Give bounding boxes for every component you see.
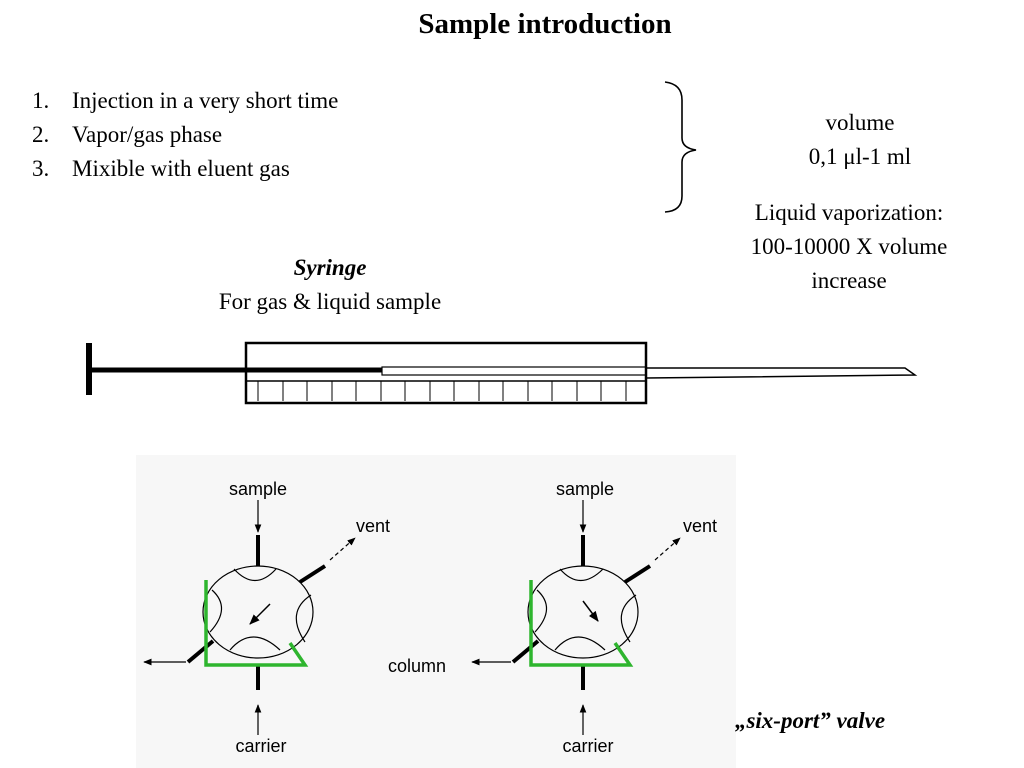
- vaporization-note: Liquid vaporization: 100-10000 X volume …: [708, 196, 990, 298]
- list-number: 3.: [32, 156, 50, 181]
- vaporization-line-1: Liquid vaporization:: [754, 200, 944, 225]
- list-item: 1. Injection in a very short time: [32, 84, 338, 118]
- curly-brace: [664, 81, 697, 213]
- flow-arrow: [249, 603, 271, 625]
- syringe-illustration: [86, 341, 918, 405]
- page-title: Sample introduction: [418, 8, 672, 40]
- right-sample-label: sample: [556, 479, 614, 499]
- list-number: 2.: [32, 122, 50, 147]
- volume-note: volume 0,1 μl-1 ml: [740, 106, 980, 174]
- valve-left: sample vent carrier: [143, 479, 390, 756]
- list-item: 3. Mixible with eluent gas: [32, 152, 338, 186]
- barrel-scale-ticks: [257, 381, 627, 401]
- sample-loop: [204, 580, 309, 667]
- left-carrier-label: carrier: [235, 736, 286, 756]
- requirements-list: 1. Injection in a very short time 2. Vapor…: [32, 84, 338, 186]
- list-number: 1.: [32, 88, 50, 113]
- list-item: 2. Vapor/gas phase: [32, 118, 338, 152]
- vaporization-line-3: increase: [811, 268, 887, 293]
- vaporization-line-2: 100-10000 X volume: [750, 234, 948, 259]
- syringe-subtitle: For gas & liquid sample: [218, 289, 442, 314]
- right-vent-label: vent: [683, 516, 717, 536]
- valve-right: sample vent column carrier: [388, 479, 717, 756]
- volume-range: 0,1 μl-1 ml: [808, 144, 912, 169]
- list-text: Vapor/gas phase: [72, 122, 223, 147]
- list-text: Mixible with eluent gas: [72, 156, 290, 181]
- syringe-barrel: [244, 341, 648, 405]
- left-vent-label: vent: [356, 516, 390, 536]
- valve-panel: [136, 455, 736, 768]
- left-sample-label: sample: [229, 479, 287, 499]
- volume-label: volume: [825, 110, 895, 135]
- syringe-title: Syringe: [293, 255, 367, 280]
- plunger-seal: [381, 366, 647, 376]
- list-text: Injection in a very short time: [72, 88, 339, 113]
- valve-caption: „six-port” valve: [734, 708, 886, 733]
- syringe-needle: [645, 367, 918, 379]
- right-carrier-label: carrier: [562, 736, 613, 756]
- flow-arrow: [582, 600, 599, 622]
- right-column-label: column: [388, 656, 446, 676]
- sample-loop: [529, 580, 634, 667]
